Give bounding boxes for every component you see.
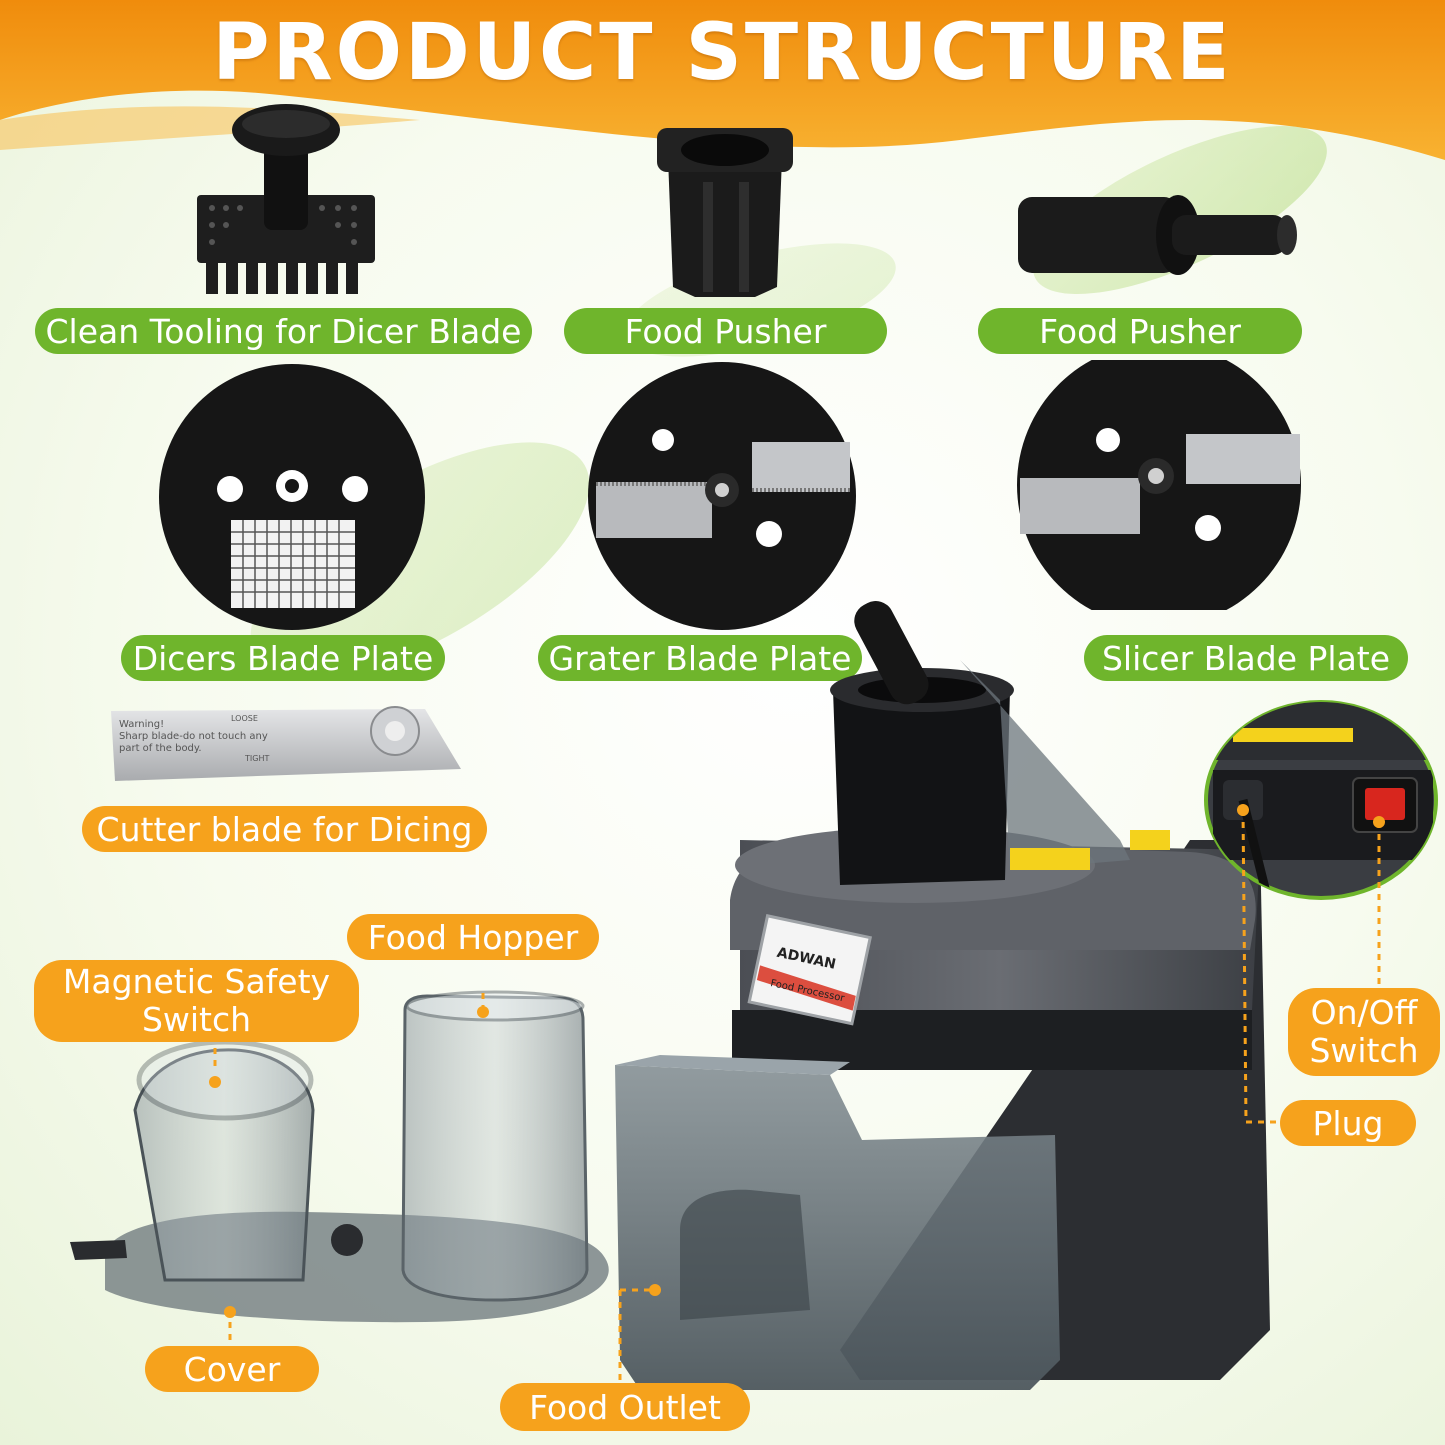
- label-food-hopper: Food Hopper: [347, 914, 599, 960]
- label-food-outlet: Food Outlet: [500, 1383, 750, 1431]
- label-plug: Plug: [1280, 1100, 1416, 1146]
- label-magnetic-safety-switch-line1: Magnetic Safety: [62, 962, 331, 1002]
- label-clean-tooling: Clean Tooling for Dicer Blade: [35, 308, 532, 354]
- drawer-handle: [680, 1189, 810, 1320]
- plate-hole: [342, 476, 368, 502]
- safety-switch-knob: [331, 1224, 363, 1256]
- warning-sticker: [1130, 830, 1170, 850]
- label-on-off-switch: On/Off Switch: [1288, 988, 1440, 1076]
- hopper-angled: [960, 660, 1130, 870]
- feed-chute: [833, 690, 1010, 885]
- food-pusher-rod-image: [1018, 195, 1297, 275]
- dicers-blade-plate-image: [159, 364, 425, 630]
- tooling-stem: [264, 140, 308, 230]
- food-processor-main-image: ADWAN Food Processor: [615, 601, 1270, 1390]
- plate-hole: [1096, 428, 1120, 452]
- power-cord: [1238, 798, 1278, 898]
- label-dicers-blade-plate: Dicers Blade Plate: [121, 635, 445, 681]
- label-magnetic-safety-switch: Magnetic Safety Switch: [34, 960, 359, 1042]
- callout-dot: [209, 1076, 221, 1088]
- food-pusher-tube-image: [657, 128, 793, 297]
- plate-hole: [1195, 515, 1221, 541]
- plate-hole: [217, 476, 243, 502]
- clean-tooling-image: [197, 104, 375, 294]
- callout-dot: [224, 1306, 236, 1318]
- slicer-blade: [1020, 478, 1140, 534]
- food-hopper: [401, 994, 589, 1302]
- plate-hole: [756, 521, 782, 547]
- cover-feed-tube: [133, 1048, 315, 1282]
- callout-dot: [477, 1006, 489, 1018]
- slicer-blade-plate-image: [1017, 360, 1301, 610]
- pusher-handle: [854, 601, 929, 705]
- switch-detail-inset: [1204, 700, 1438, 900]
- warning-sticker: [1010, 848, 1090, 870]
- blade-warning-line: part of the body.: [119, 743, 202, 754]
- callout-dot: [1373, 816, 1385, 828]
- label-on-off-switch-line1: On/Off: [1310, 993, 1418, 1033]
- power-switch: [1365, 788, 1405, 820]
- orange-banner: [0, 0, 1445, 160]
- page-title: PRODUCT STRUCTURE: [212, 8, 1233, 98]
- label-grater-blade-plate: Grater Blade Plate: [538, 635, 862, 681]
- grater-blade-plate-image: [588, 362, 856, 630]
- cover-latch: [70, 1240, 127, 1260]
- warning-strip: [1233, 728, 1353, 742]
- blade-loose-mark: LOOSE: [231, 714, 258, 723]
- label-food-pusher: Food Pusher: [564, 308, 887, 354]
- label-magnetic-safety-switch-line2: Switch: [141, 1000, 252, 1039]
- label-on-off-switch-line2: Switch: [1309, 1031, 1419, 1070]
- label-food-pusher: Food Pusher: [978, 308, 1302, 354]
- blade-tight-mark: TIGHT: [244, 754, 269, 763]
- grater-blade: [596, 482, 712, 538]
- plate-hole: [652, 429, 674, 451]
- tooling-teeth: [206, 260, 358, 294]
- label-cutter-blade: Cutter blade for Dicing: [82, 806, 487, 852]
- label-cover: Cover: [145, 1346, 319, 1392]
- callout-dot: [1237, 804, 1249, 816]
- dicer-grid: [231, 520, 355, 608]
- blade-warning-line: Warning!: [119, 719, 164, 730]
- label-slicer-blade-plate: Slicer Blade Plate: [1084, 635, 1408, 681]
- cutter-blade-image: Warning! Sharp blade-do not touch any pa…: [111, 706, 461, 781]
- grater-blade: [752, 442, 850, 492]
- cover-and-hopper-image: [70, 990, 609, 1345]
- blade-warning-line: Sharp blade-do not touch any: [119, 731, 268, 742]
- slicer-blade: [1186, 434, 1300, 484]
- tooling-holes: [209, 205, 357, 245]
